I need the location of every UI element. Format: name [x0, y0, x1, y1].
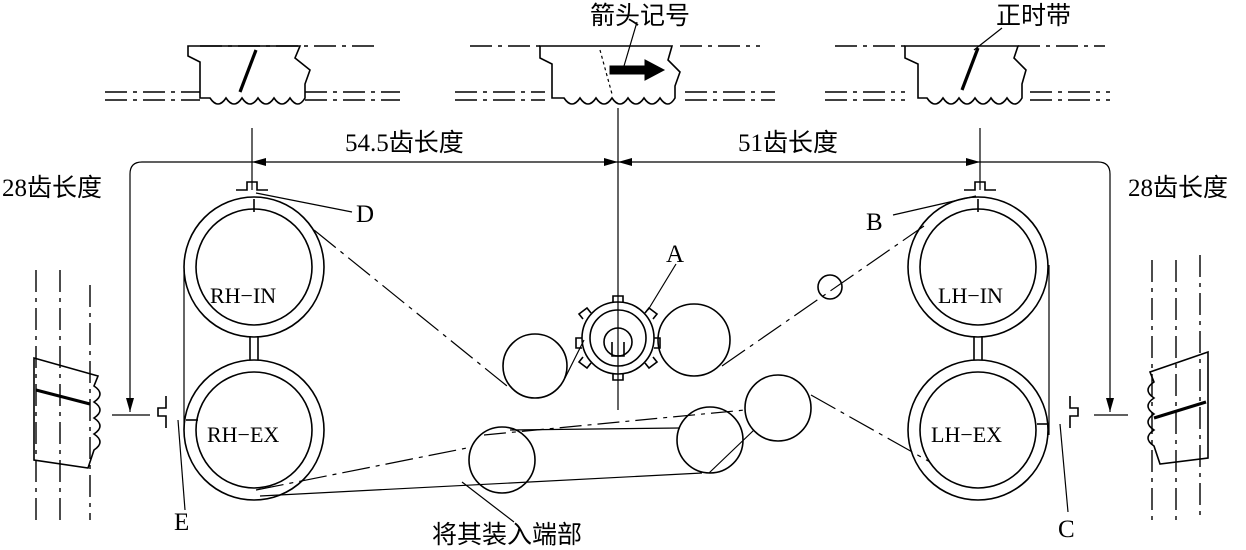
idler-right-center [657, 303, 731, 377]
idler-lower-right [744, 374, 812, 442]
pulley-lh-in [907, 196, 1049, 338]
label-a: A [666, 241, 684, 268]
label-c: C [1058, 516, 1075, 543]
belt-path [183, 225, 1050, 497]
lh-pulley-link [973, 336, 983, 360]
label-28-teeth-right: 28齿长度 [1128, 174, 1228, 202]
idler-left-center [502, 333, 568, 399]
label-install-end: 将其装入端部 [432, 521, 582, 549]
label-rh-in: RH−IN [210, 283, 276, 308]
label-timing-belt: 正时带 [996, 2, 1071, 30]
pulley-lh-ex [907, 359, 1049, 501]
pulley-rh-in [183, 196, 325, 338]
label-e: E [174, 509, 189, 536]
dimension-lines [112, 108, 1128, 416]
idler-bottom [468, 426, 536, 494]
belt-detail-left [105, 45, 400, 105]
label-arrow-mark: 箭头记号 [590, 2, 690, 30]
idler-lower-center [676, 406, 744, 474]
belt-side-right [1147, 255, 1209, 520]
label-lh-in: LH−IN [938, 283, 1003, 308]
crank-sprocket-a [575, 263, 677, 381]
idler-small [817, 274, 843, 300]
belt-detail-center [455, 21, 775, 105]
timing-mark-c [1059, 396, 1079, 513]
label-b: B [866, 209, 883, 236]
belt-side-left [33, 270, 101, 520]
install-end-pointer [461, 481, 515, 523]
timing-mark-e [157, 396, 186, 511]
rh-pulley-link [249, 336, 259, 360]
label-d: D [356, 201, 374, 228]
label-28-teeth-left: 28齿长度 [2, 174, 102, 202]
label-54-5-teeth: 54.5齿长度 [345, 129, 464, 157]
label-51-teeth: 51齿长度 [738, 129, 838, 157]
label-lh-ex: LH−EX [931, 422, 1002, 447]
belt-detail-right [825, 27, 1110, 105]
timing-mark-d [236, 181, 353, 213]
label-rh-ex: RH−EX [207, 422, 279, 447]
